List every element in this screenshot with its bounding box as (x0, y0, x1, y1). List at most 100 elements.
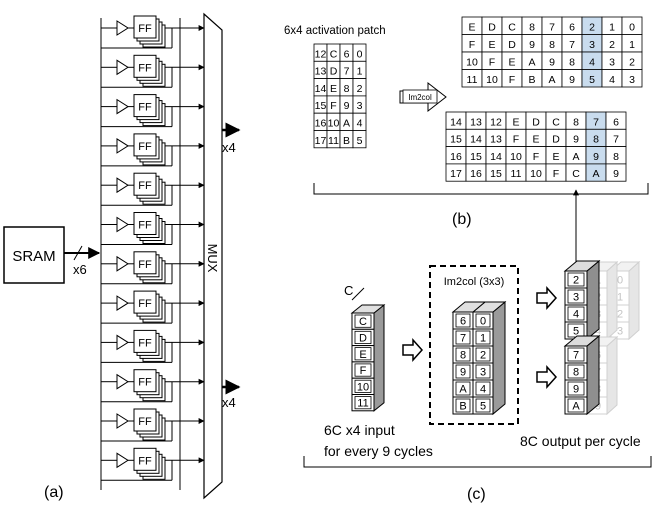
im2col-top-cell-value: F (489, 57, 495, 69)
im2col-bottom-cell-value: F (533, 151, 539, 163)
ff-label: FF (138, 180, 152, 192)
im2col-left-value: 7 (460, 333, 466, 345)
ff-row: FF (101, 251, 205, 285)
output-bottom-side (586, 334, 600, 416)
im2col-left-value: A (459, 384, 467, 396)
im2col-bottom-cell-value: 9 (613, 168, 619, 180)
im2col-left-value: 6 (460, 316, 466, 328)
im2col-right-value: 4 (480, 384, 486, 396)
im2col-bottom-cell-value: 14 (450, 116, 462, 128)
ff-stack-layer (133, 15, 157, 39)
im2col-bottom-cell-value: 10 (530, 168, 542, 180)
ghost-top-b-value: 3 (617, 326, 623, 338)
ff-stack-layer (133, 447, 157, 471)
im2col-bottom-cell-value: 7 (593, 116, 599, 128)
im2col-top-cell-value: 8 (569, 57, 575, 69)
im2col-right-inner-box (475, 364, 491, 379)
im2col-bottom-cell-value: 16 (470, 168, 482, 180)
input-buffer-triangle (116, 137, 129, 154)
ff-row: FF (101, 94, 205, 128)
channel-tick (351, 287, 365, 301)
ff-label: FF (138, 102, 152, 114)
im2col-bottom-cell-value: 6 (613, 116, 619, 128)
ff-row: FF (101, 290, 205, 324)
patch-cell-value: 6 (344, 48, 350, 60)
im2col-bottom-cell-value: F (513, 134, 519, 146)
ff-stack-layer (133, 94, 157, 118)
mux-output-top-width: x4 (222, 140, 236, 155)
ghost-top-b-value: 1 (617, 292, 623, 304)
im2col-top-cell-value: 6 (569, 22, 575, 34)
im2col-bottom-cell-value: A (572, 151, 579, 163)
output-bottom-inner-box (567, 364, 585, 379)
patch-cell-value: 0 (357, 48, 363, 60)
im2col-top-cell-value: 0 (629, 22, 635, 34)
im2col-left-inner-box (455, 313, 471, 328)
patch-cell-value: 2 (357, 83, 363, 95)
ff-row: FF (101, 329, 205, 363)
im2col-top-cell-value: 1 (609, 22, 615, 34)
ff-label: FF (138, 337, 152, 349)
im2col-bottom-cell-value: 8 (593, 134, 599, 146)
input-buffer-triangle (116, 373, 129, 390)
input-to-im2col-arrow (402, 338, 424, 362)
input-buffer-triangle (116, 413, 129, 429)
input-col-inner-box (354, 363, 372, 377)
ff-stack-layer (133, 54, 157, 78)
input-caption-line1: 6C x4 input (324, 422, 395, 438)
im2col-left-inner-box (455, 381, 471, 396)
ff-row: FF (101, 369, 205, 403)
patch-cell-value: E (330, 83, 337, 95)
patch-cell-value: B (343, 135, 350, 147)
im2col-top-cell-value: 9 (569, 74, 575, 86)
im2col-top-cell-value: E (488, 39, 495, 51)
ff-stack-layer (133, 212, 157, 235)
im2col-right-inner-box (475, 330, 491, 345)
input-buffer-triangle (116, 20, 129, 36)
output-bottom-inner-box (567, 381, 585, 396)
im2col-bottom-cell-value: 8 (573, 116, 579, 128)
output-bottom-inner-box (567, 398, 585, 413)
im2col-bottom-cell-value: D (552, 134, 560, 146)
patch-cell-value: 16 (315, 118, 327, 130)
im2col-arrow-label-box (402, 89, 438, 104)
ff-stack-layer (133, 369, 157, 393)
im2col-right-value: 2 (480, 350, 486, 362)
patch-title: 6x4 activation patch (284, 25, 386, 37)
input-buffer-triangle (116, 452, 129, 469)
im2col-dashed-frame (429, 265, 519, 425)
ff-row: FF (101, 447, 205, 481)
im2col-bottom-cell-value: 14 (490, 151, 502, 163)
ghost-top-a-side (606, 260, 618, 341)
input-col-inner-box (354, 347, 372, 361)
output-bottom-inner-box (567, 347, 585, 362)
input-col-value: E (359, 349, 366, 361)
panel-b-brace (313, 183, 649, 195)
ghost-bottom-value: 9 (595, 401, 601, 413)
output-top-side (586, 259, 600, 341)
ff-label: FF (138, 298, 152, 310)
im2col-top-cell-value: 3 (609, 57, 615, 69)
patch-cell-value: 5 (357, 135, 363, 147)
mux-label: MUX (205, 244, 220, 273)
patch-cell-value: 8 (344, 83, 350, 95)
bus-width-tick (73, 245, 83, 261)
output-top-inner-box (567, 289, 585, 304)
im2col-top-cell-value: F (509, 74, 515, 86)
input-col-value: C (359, 316, 367, 328)
ff-label: FF (138, 377, 152, 389)
ff-row: FF (101, 15, 205, 49)
im2col-right-inner-box (475, 347, 491, 362)
im2col-right-value: 3 (480, 367, 486, 379)
patch-cell-value: 4 (357, 118, 363, 130)
input-col-value: F (360, 365, 367, 377)
ff-label: FF (138, 416, 152, 428)
sram-bus-width-label: x6 (73, 262, 87, 277)
